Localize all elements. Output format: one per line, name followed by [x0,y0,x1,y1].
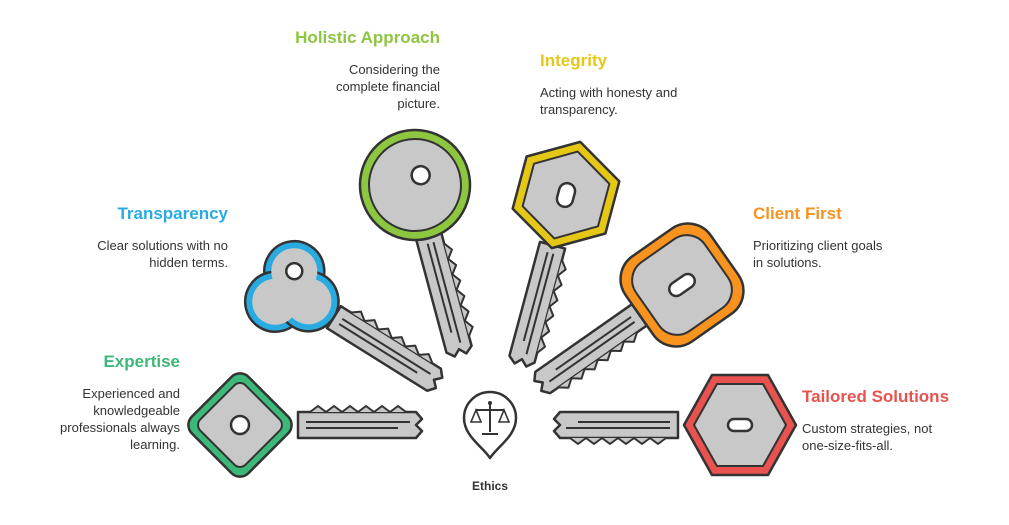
title-tailored: Tailored Solutions [802,387,950,406]
desc-holistic: Considering the complete financial pictu… [240,61,440,112]
center-label: Ethics [471,479,508,493]
block-expertise: Expertise Experienced and knowledgeable … [20,351,180,453]
block-tailored: Tailored Solutions Custom strategies, no… [802,386,1002,454]
title-client-first: Client First [753,204,842,223]
desc-line: Clear solutions with no [97,238,228,253]
desc-line: in solutions. [753,255,822,270]
key-integrity [506,140,621,372]
key-holistic [358,128,481,360]
title-holistic: Holistic Approach [295,28,440,47]
block-integrity: Integrity Acting with honesty and transp… [540,50,760,118]
key-transparency [243,239,451,396]
desc-line: picture. [397,96,440,111]
desc-line: learning. [130,437,180,452]
desc-client-first: Prioritizing client goals in solutions. [753,237,973,271]
desc-transparency: Clear solutions with no hidden terms. [28,237,228,271]
block-holistic: Holistic Approach Considering the comple… [240,27,440,112]
desc-line: Custom strategies, not [802,421,933,436]
block-client-first: Client First Prioritizing client goals i… [753,203,973,271]
key-tailored [552,373,798,477]
desc-expertise: Experienced and knowledgeable profession… [20,385,180,453]
desc-tailored: Custom strategies, not one-size-fits-all… [802,420,1002,454]
desc-line: Experienced and [82,386,180,401]
desc-line: transparency. [540,102,618,117]
title-integrity: Integrity [540,51,608,70]
desc-line: hidden terms. [149,255,228,270]
desc-line: knowledgeable [93,403,180,418]
desc-line: complete financial [335,79,440,94]
block-transparency: Transparency Clear solutions with no hid… [28,203,228,271]
title-expertise: Expertise [103,352,180,371]
desc-line: one-size-fits-all. [802,438,894,453]
title-transparency: Transparency [117,204,228,223]
desc-line: Acting with honesty and [540,85,678,100]
key-client-first [529,222,745,403]
desc-line: professionals always [60,420,180,435]
desc-line: Considering the [348,62,440,77]
desc-integrity: Acting with honesty and transparency. [540,84,760,118]
scales-icon [462,390,518,460]
key-expertise [187,372,424,478]
desc-line: Prioritizing client goals [753,238,883,253]
